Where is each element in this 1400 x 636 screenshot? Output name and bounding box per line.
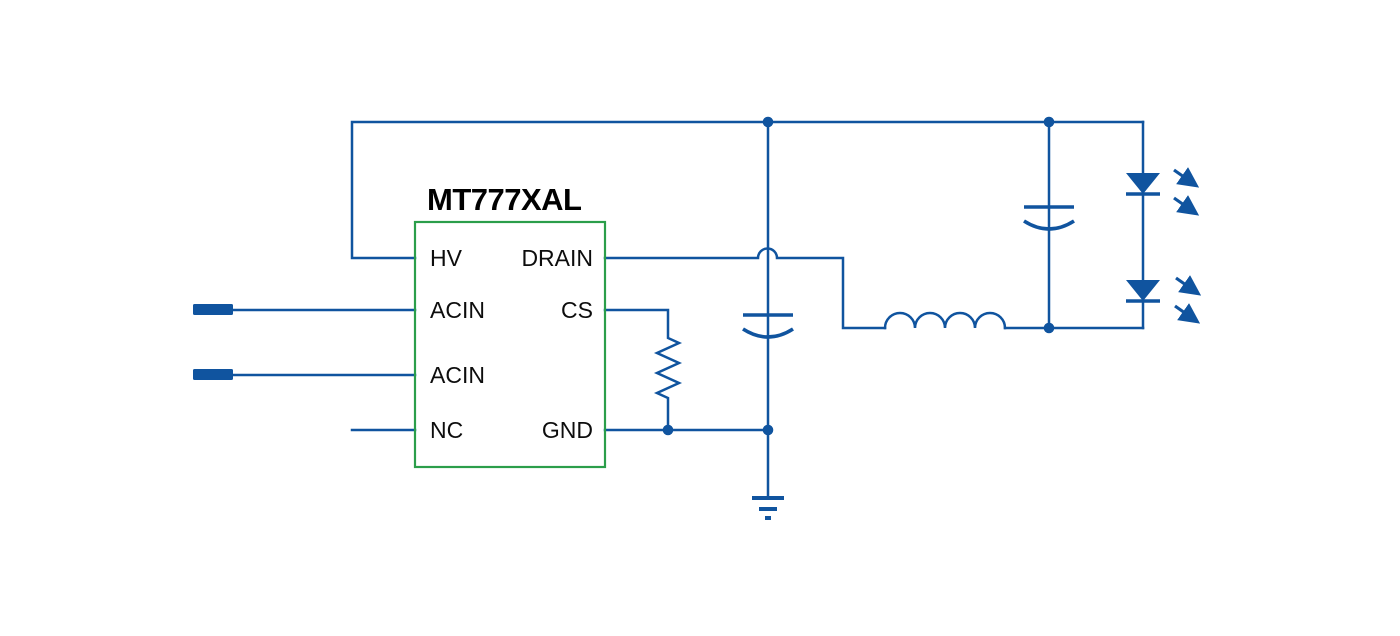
ac-input-terminal-bottom (193, 369, 233, 380)
led2-triangle (1126, 280, 1160, 301)
ic-pin-labels: HV ACIN ACIN NC DRAIN CS GND (430, 245, 593, 443)
led1-arrow-2 (1173, 195, 1200, 216)
led1-arrow-1 (1173, 167, 1200, 188)
ground-symbol (752, 496, 784, 520)
led1-triangle (1126, 173, 1160, 194)
pin-label-hv: HV (430, 245, 463, 271)
wire-drain (603, 247, 887, 330)
pin-label-acin2: ACIN (430, 362, 485, 388)
ac-input-terminal-top (193, 304, 233, 315)
led2-arrow-1 (1175, 275, 1202, 296)
pin-label-nc: NC (430, 417, 463, 443)
junction-dot (1043, 322, 1055, 334)
pin-label-gnd: GND (542, 417, 593, 443)
capacitor-left-plate-bottom (742, 327, 794, 339)
led1-emission-arrows (1173, 167, 1200, 216)
pin-label-acin1: ACIN (430, 297, 485, 323)
led2 (1126, 275, 1202, 324)
inductor (883, 311, 1007, 330)
junction-dot (762, 424, 774, 436)
junction-dot (1043, 116, 1055, 128)
pin-label-drain: DRAIN (521, 245, 593, 271)
led1 (1126, 167, 1200, 216)
wire-cs-resistor (603, 308, 683, 432)
pin-label-cs: CS (561, 297, 593, 323)
input-terminals (193, 304, 233, 380)
junction-dots (662, 116, 1055, 436)
led2-emission-arrows (1174, 275, 1202, 324)
ic-body (413, 220, 607, 469)
ic-title: MT777XAL (427, 182, 581, 217)
capacitor-group (742, 205, 1075, 339)
led2-arrow-2 (1174, 303, 1201, 324)
wire-group (211, 120, 1145, 499)
capacitor-right-plate-bottom (1023, 219, 1075, 231)
junction-dot (662, 424, 674, 436)
junction-dot (762, 116, 774, 128)
wire-top-rail (350, 120, 1145, 260)
